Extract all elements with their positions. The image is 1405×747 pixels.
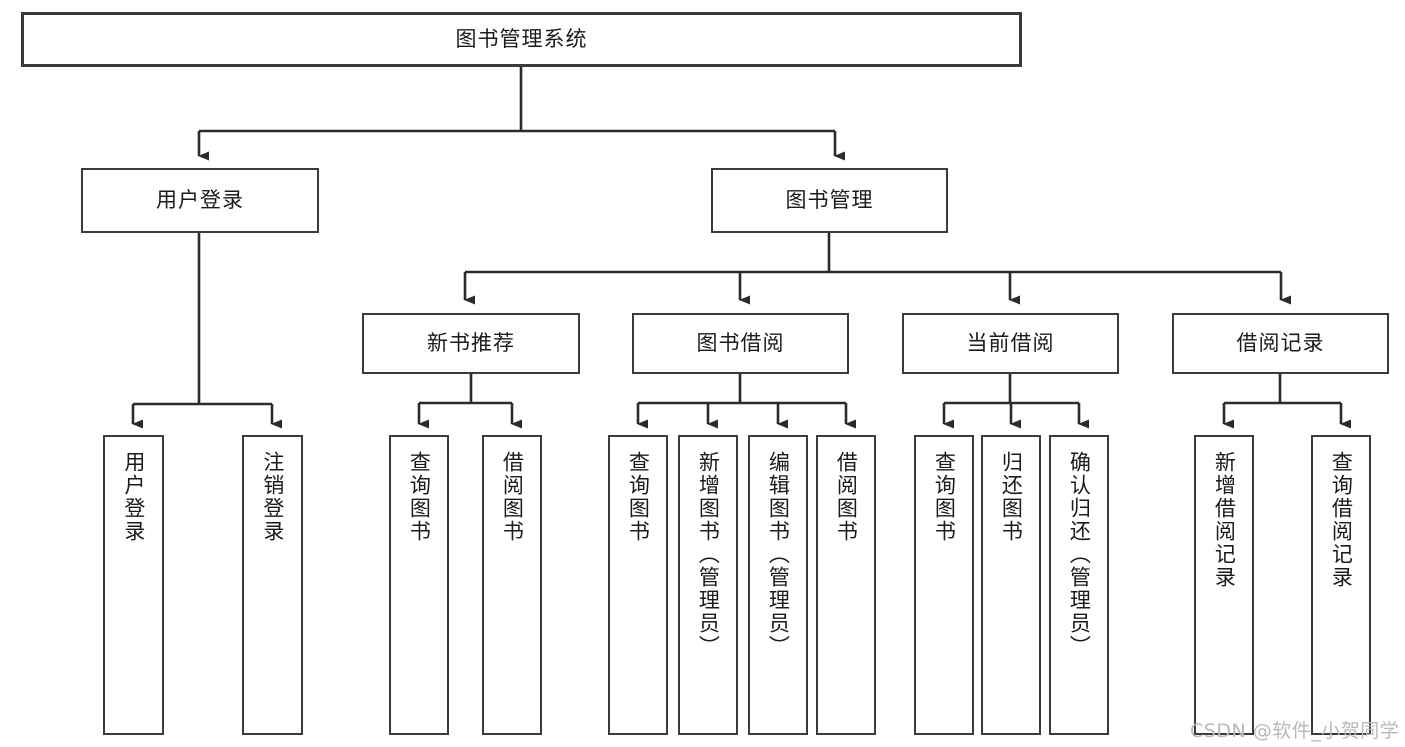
- leaf-query-record[interactable]: 查询借阅记录: [1311, 435, 1371, 735]
- leaf-query-book-3-label: 查询图书: [932, 451, 957, 543]
- leaf-confirm-return[interactable]: 确认归还（管理员）: [1049, 435, 1109, 735]
- node-new-book-recommend-label: 新书推荐: [427, 331, 515, 355]
- leaf-borrow-book-1[interactable]: 借阅图书: [482, 435, 542, 735]
- leaf-add-record-label: 新增借阅记录: [1212, 451, 1237, 589]
- leaf-confirm-return-label: 确认归还（管理员）: [1067, 451, 1092, 658]
- node-user-login[interactable]: 用户登录: [81, 168, 319, 233]
- node-book-borrow[interactable]: 图书借阅: [632, 313, 849, 374]
- leaf-logout-login-label: 注销登录: [260, 451, 285, 543]
- leaf-query-book-3[interactable]: 查询图书: [914, 435, 974, 735]
- leaf-query-book-1-label: 查询图书: [407, 451, 432, 543]
- node-root[interactable]: 图书管理系统: [21, 12, 1022, 67]
- leaf-borrow-book-1-label: 借阅图书: [500, 451, 525, 543]
- node-user-login-label: 用户登录: [156, 188, 244, 212]
- node-book-manage-label: 图书管理: [785, 188, 874, 212]
- leaf-edit-book[interactable]: 编辑图书（管理员）: [748, 435, 808, 735]
- node-borrow-record[interactable]: 借阅记录: [1172, 313, 1389, 374]
- leaf-borrow-book-2[interactable]: 借阅图书: [816, 435, 876, 735]
- watermark-text: CSDN @软件_小贺同学: [1190, 720, 1400, 742]
- leaf-add-book-label: 新增图书（管理员）: [696, 451, 721, 658]
- leaf-query-record-label: 查询借阅记录: [1329, 451, 1354, 589]
- node-book-borrow-label: 图书借阅: [696, 331, 785, 355]
- leaf-return-book-label: 归还图书: [999, 451, 1024, 543]
- node-root-label: 图书管理系统: [455, 27, 588, 51]
- leaf-logout-login[interactable]: 注销登录: [242, 435, 303, 735]
- leaf-add-record[interactable]: 新增借阅记录: [1194, 435, 1254, 735]
- node-borrow-record-label: 借阅记录: [1236, 331, 1325, 355]
- node-new-book-recommend[interactable]: 新书推荐: [362, 313, 580, 374]
- leaf-user-login-label: 用户登录: [121, 451, 146, 543]
- node-current-borrow[interactable]: 当前借阅: [902, 313, 1119, 374]
- leaf-query-book-2[interactable]: 查询图书: [608, 435, 668, 735]
- leaf-user-login[interactable]: 用户登录: [103, 435, 164, 735]
- node-current-borrow-label: 当前借阅: [966, 331, 1055, 355]
- leaf-query-book-2-label: 查询图书: [626, 451, 651, 543]
- leaf-edit-book-label: 编辑图书（管理员）: [766, 451, 791, 658]
- leaf-query-book-1[interactable]: 查询图书: [389, 435, 449, 735]
- node-book-manage[interactable]: 图书管理: [711, 168, 948, 233]
- leaf-add-book[interactable]: 新增图书（管理员）: [678, 435, 738, 735]
- leaf-return-book[interactable]: 归还图书: [981, 435, 1041, 735]
- leaf-borrow-book-2-label: 借阅图书: [834, 451, 859, 543]
